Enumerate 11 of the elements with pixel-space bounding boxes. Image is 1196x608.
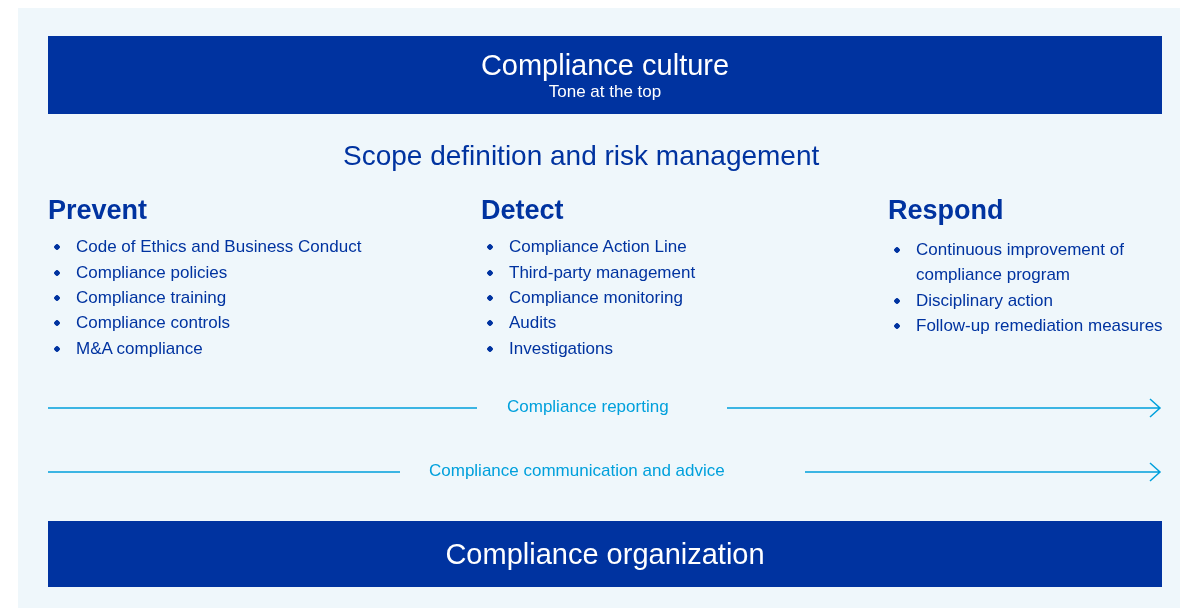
band-title: Compliance culture <box>480 48 730 82</box>
column-heading: Detect <box>481 195 564 226</box>
band <box>48 36 1162 114</box>
column-heading: Respond <box>888 195 1004 226</box>
section-heading: Scope definition and risk management <box>343 140 820 172</box>
column-heading: Prevent <box>48 195 148 226</box>
band-subtitle: Tone at the top <box>548 81 662 102</box>
band <box>48 521 1162 587</box>
arrow-label: Compliance reporting <box>507 397 669 417</box>
band-title: Compliance organization <box>445 537 765 571</box>
arrow-label: Compliance communication and advice <box>429 461 725 481</box>
